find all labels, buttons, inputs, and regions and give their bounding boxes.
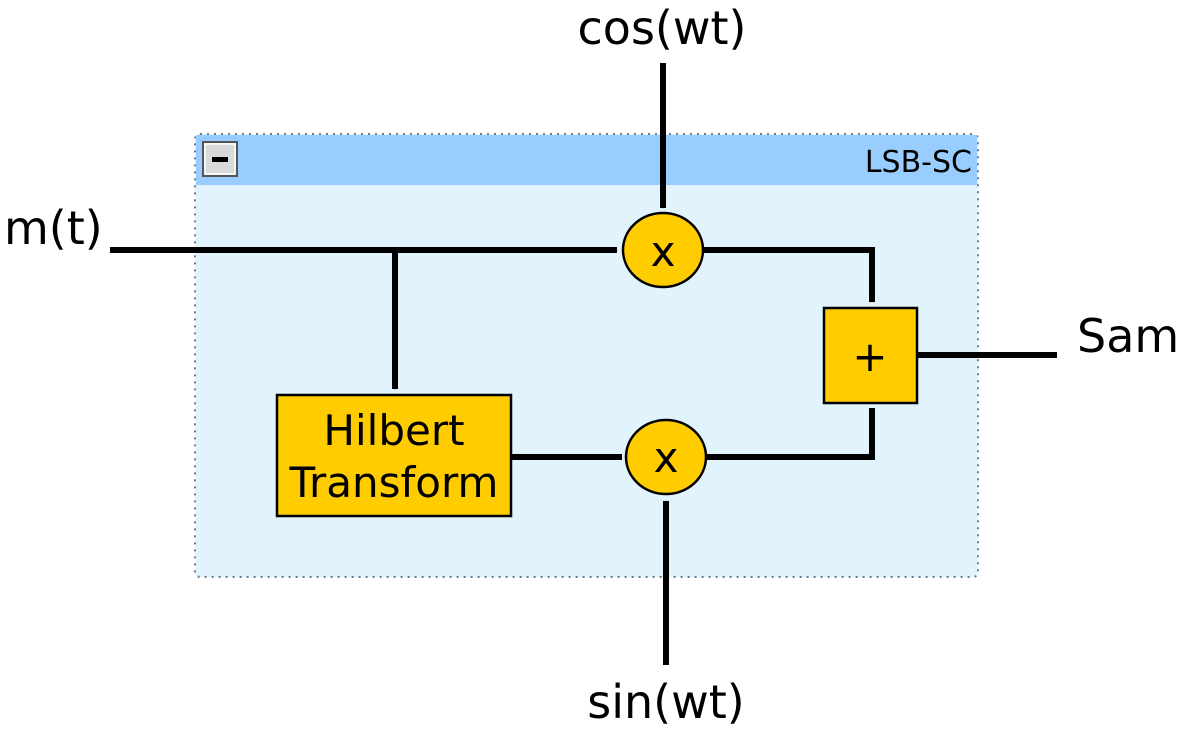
- group-title: LSB-SC: [865, 145, 972, 180]
- top-mixer-to-adder-wire: [704, 247, 875, 303]
- output-signal-label: Sam: [1077, 309, 1179, 363]
- top-multiplier: x: [621, 211, 705, 289]
- collapse-button[interactable]: [202, 141, 238, 177]
- sin-carrier-label: sin(wt): [587, 675, 744, 729]
- adder-block: +: [822, 306, 919, 405]
- bottom-mixer-to-adder-wire: [707, 407, 875, 460]
- minus-icon: [212, 157, 228, 162]
- hilbert-transform-block: Hilbert Transform: [275, 393, 513, 518]
- cos-carrier-label: cos(wt): [578, 1, 747, 55]
- adder-symbol: +: [852, 332, 887, 381]
- hilbert-label-line2: Transform: [289, 458, 499, 507]
- wires: [110, 63, 1058, 665]
- bottom-multiplier: x: [624, 418, 708, 496]
- input-signal-label: m(t): [4, 201, 103, 255]
- bottom-multiplier-symbol: x: [654, 433, 679, 482]
- group-header: [196, 135, 977, 185]
- top-multiplier-symbol: x: [651, 227, 676, 276]
- hilbert-label-line1: Hilbert: [323, 406, 464, 455]
